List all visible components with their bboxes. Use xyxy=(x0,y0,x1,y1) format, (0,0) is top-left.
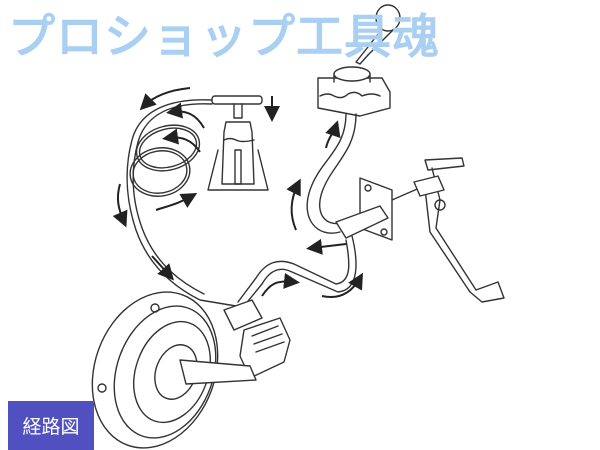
route-diagram-label-text: 経路図 xyxy=(22,416,80,438)
route-diagram-label: 経路図 xyxy=(8,401,94,450)
pipette-icon xyxy=(355,4,401,65)
clutch-cover-icon xyxy=(91,291,257,449)
bleeder-bottle-icon xyxy=(207,95,269,191)
clutch-pedal-icon xyxy=(413,157,505,303)
shop-banner-title: プロショップ工具魂 xyxy=(8,10,440,65)
release-cylinder-icon xyxy=(223,299,291,379)
reservoir-icon xyxy=(317,66,391,117)
flow-arrows xyxy=(112,87,363,298)
master-cylinder-icon xyxy=(335,177,425,241)
